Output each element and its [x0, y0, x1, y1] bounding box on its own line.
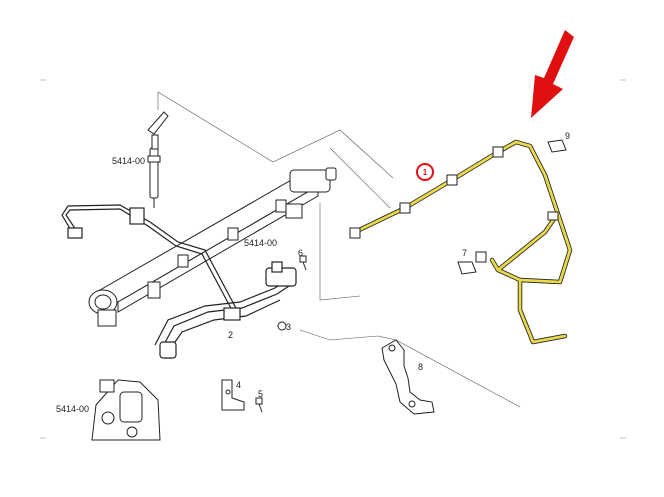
clip-7 [457, 251, 487, 275]
injector-part [147, 111, 169, 208]
nut-3 [277, 321, 287, 331]
bracket-4 [221, 379, 245, 411]
circled-number-icon: 1 [416, 163, 434, 181]
down-left-arrow-icon [531, 30, 574, 118]
pump-ref-label: 5414-00 [56, 404, 89, 414]
leader-frame-lines [157, 91, 521, 408]
part-5-label: 5 [258, 389, 263, 399]
part-7-label: 7 [462, 248, 467, 258]
fuel-rail-part [88, 167, 337, 327]
bracket-8 [381, 339, 435, 415]
bolt-6 [299, 255, 307, 271]
injector-ref-label: 5414-00 [112, 156, 145, 166]
part-4-label: 4 [236, 380, 241, 390]
hp-pipe-upper [61, 204, 239, 315]
bolt-5 [255, 397, 263, 413]
pump-part [91, 379, 161, 441]
part-2-label: 2 [228, 330, 233, 340]
highlighted-return-pipe [349, 139, 573, 345]
part-6-label: 6 [298, 248, 303, 258]
rail-ref-label: 5414-00 [244, 238, 277, 248]
callout-1-label: 1 [423, 168, 428, 177]
part-3-label: 3 [286, 322, 291, 332]
hp-pipe-lower [154, 261, 297, 359]
corner-ticks [40, 79, 626, 439]
clip-9 [547, 139, 567, 153]
part-9-label: 9 [565, 131, 570, 141]
part-8-label: 8 [418, 362, 423, 372]
